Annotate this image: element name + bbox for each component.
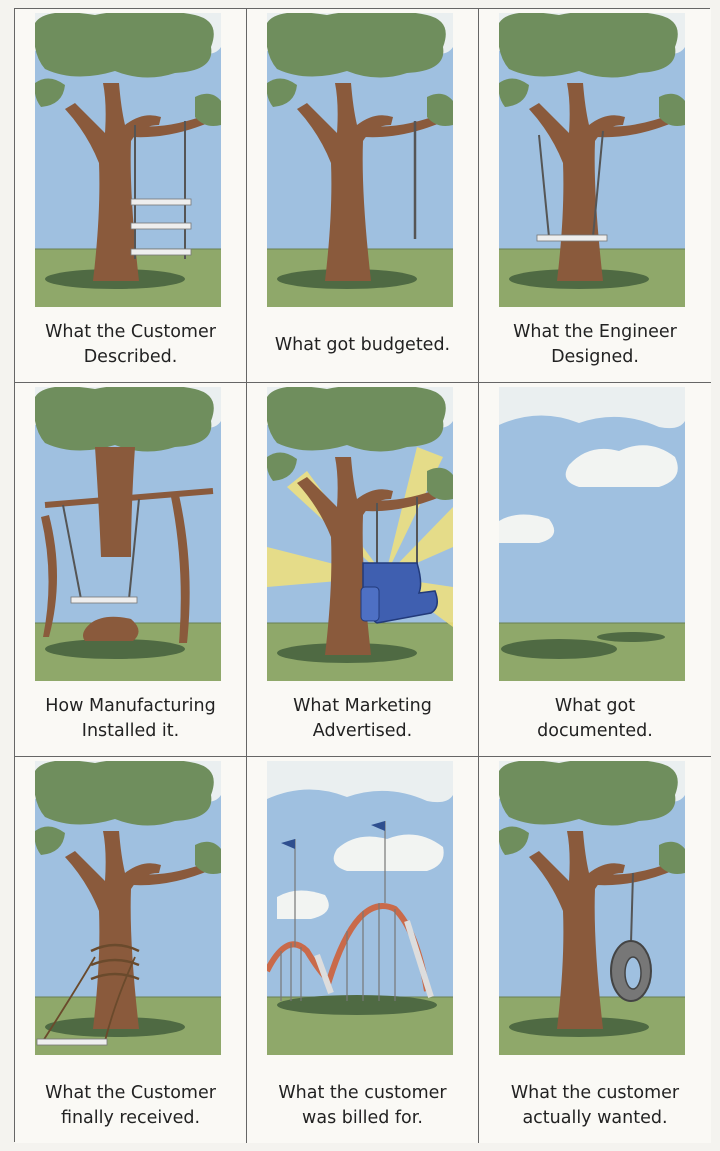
panel-customer-actually-wanted: What the customer actually wanted. xyxy=(479,757,711,1143)
roller-coaster-illustration xyxy=(267,761,453,1055)
comic-grid: What the Customer Described. What got bu… xyxy=(14,8,711,1143)
panel-caption: What Marketing Advertised. xyxy=(293,696,432,741)
cut-tree-propped-swing-illustration xyxy=(35,387,221,681)
panel-caption: What the customer actually wanted. xyxy=(510,1083,680,1128)
tree-tire-swing-illustration xyxy=(499,761,685,1055)
panel-caption: What got budgeted. xyxy=(274,334,451,355)
panel-marketing-advertised: What Marketing Advertised. xyxy=(247,383,479,757)
panel-caption: What the Customer finally received. xyxy=(45,1083,216,1128)
panel-engineer-designed: What the Engineer Designed. xyxy=(479,9,711,383)
empty-field-illustration xyxy=(499,387,685,681)
panel-caption: What the Engineer Designed. xyxy=(513,322,677,367)
panel-caption: How Manufacturing Installed it. xyxy=(45,696,216,741)
tree-armchair-swing-illustration xyxy=(267,387,453,681)
panel-got-budgeted: What got budgeted. xyxy=(247,9,479,383)
panel-customer-finally-received: What the Customer finally received. xyxy=(15,757,247,1143)
panel-caption: What the customer was billed for. xyxy=(278,1083,447,1128)
tree-rope-wrapped-illustration xyxy=(35,761,221,1055)
panel-manufacturing-installed: How Manufacturing Installed it. xyxy=(15,383,247,757)
panel-customer-billed-for: What the customer was billed for. xyxy=(247,757,479,1143)
panel-got-documented: What got documented. xyxy=(479,383,711,757)
tree-swing-around-trunk-illustration xyxy=(499,13,685,307)
panel-customer-described: What the Customer Described. xyxy=(15,9,247,383)
panel-caption: What got documented. xyxy=(537,696,653,741)
panel-caption: What the Customer Described. xyxy=(45,322,216,367)
tree-swing-three-seat-illustration xyxy=(35,13,221,307)
tree-single-rope-illustration xyxy=(267,13,453,307)
